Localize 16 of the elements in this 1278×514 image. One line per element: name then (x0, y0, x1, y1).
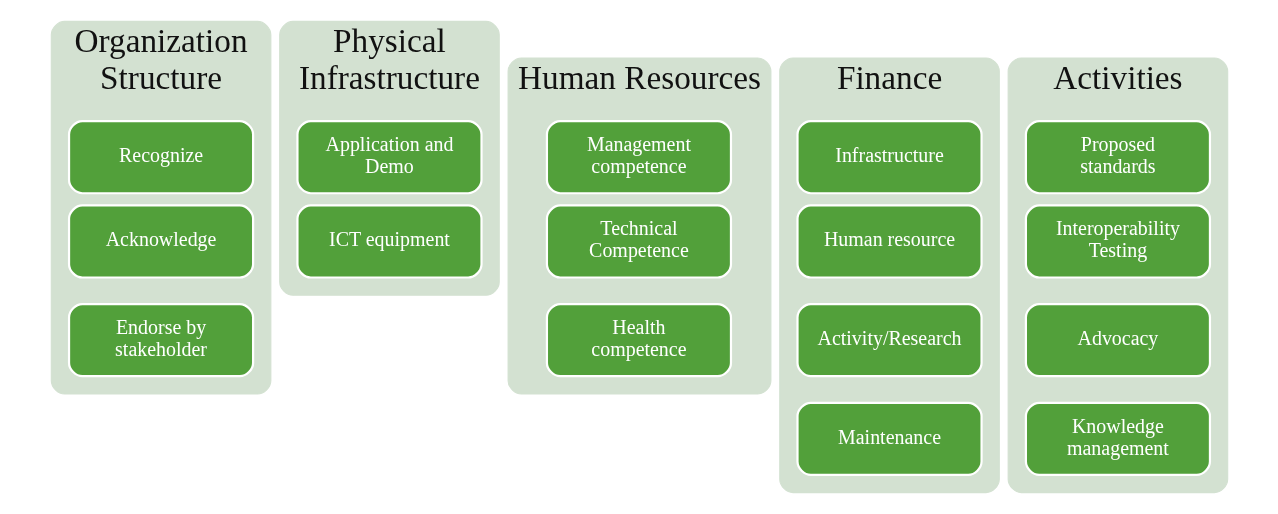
node-box: Knowledge management (1024, 401, 1211, 476)
node-box: Proposed standards (1024, 120, 1211, 195)
node-box: Technical Competence (545, 204, 732, 279)
node-box: Management competence (545, 120, 732, 195)
node-box: Infrastructure (795, 120, 983, 195)
node-box: Application and Demo (295, 120, 483, 195)
node-box: Human resource (795, 204, 983, 279)
node-box: Endorse by stakeholder (67, 303, 254, 378)
node-box: Maintenance (795, 401, 983, 476)
node-box: Recognize (67, 120, 254, 195)
node-box: Interoperability Testing (1024, 204, 1211, 279)
node-box: ICT equipment (295, 204, 483, 279)
node-box: Advocacy (1024, 303, 1211, 378)
node-box: Health competence (545, 303, 732, 378)
node-box: Acknowledge (67, 204, 254, 279)
node-box: Activity/Research (795, 303, 983, 378)
